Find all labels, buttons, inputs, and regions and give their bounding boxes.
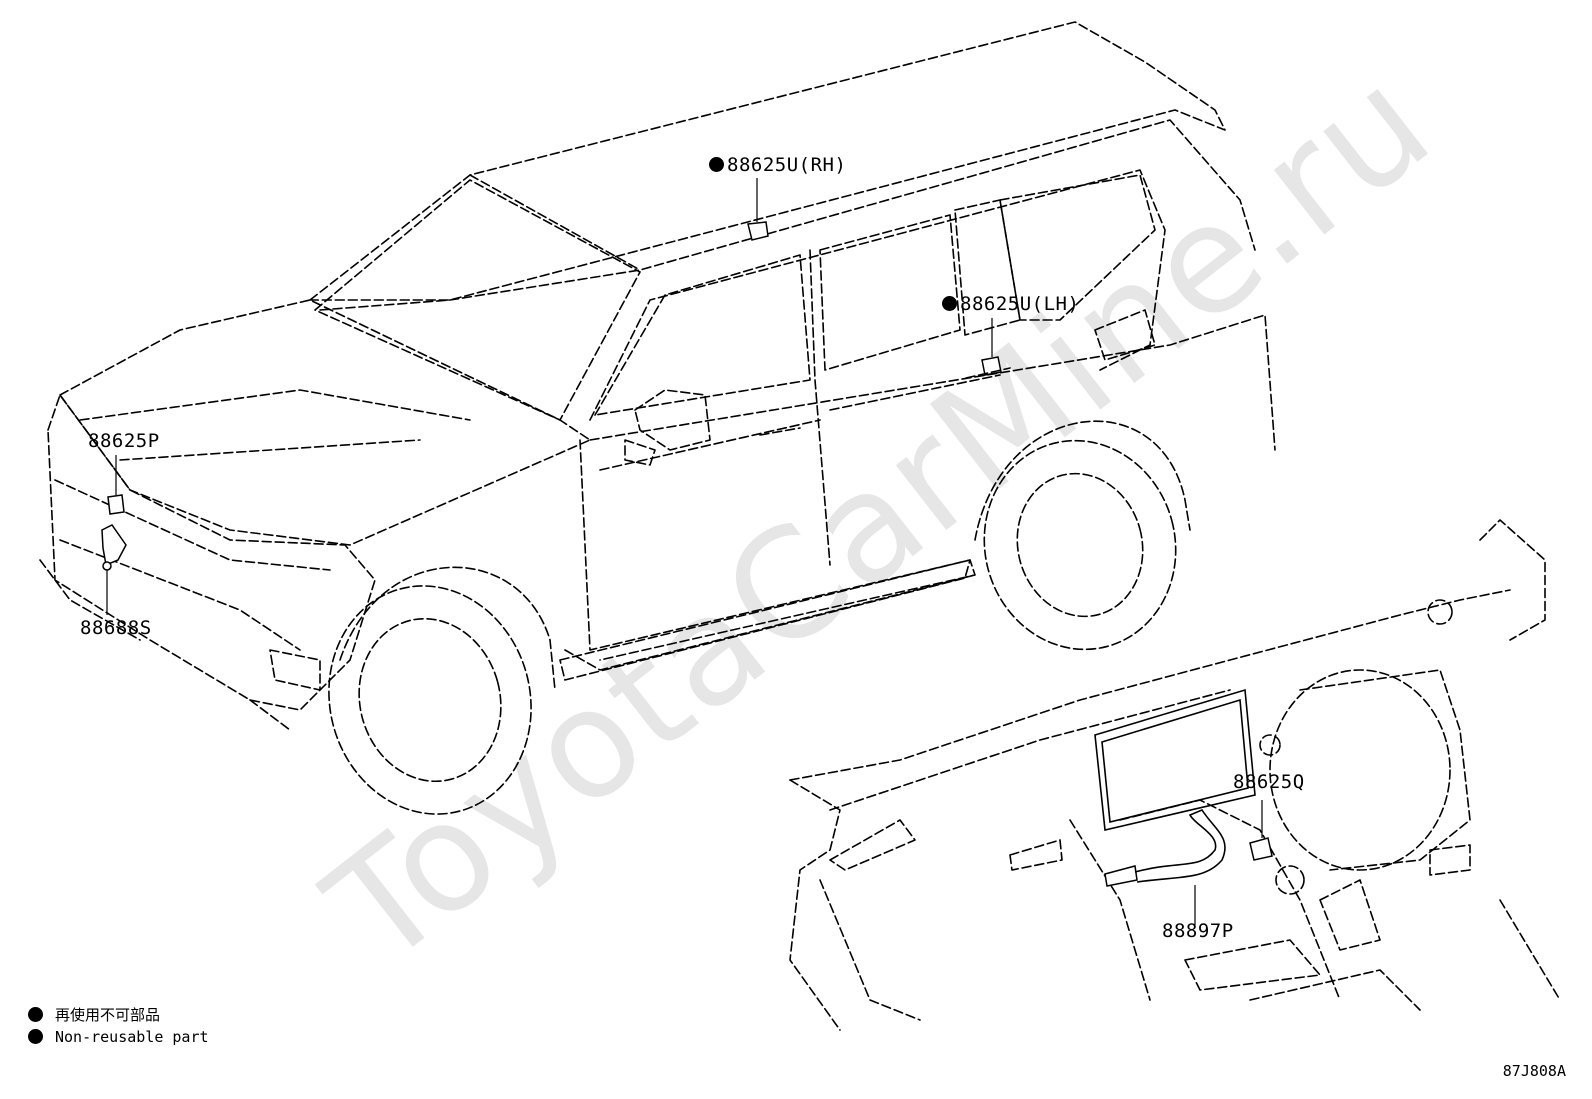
label-roof-sensor-rh: 88625U(RH) (709, 154, 846, 176)
suv-illustration (39, 21, 1276, 815)
figure-code: 87J808A (1502, 1062, 1566, 1080)
label-dash-sensor: 88625Q (1233, 771, 1305, 793)
part-roof-sensor-lh (965, 318, 1011, 379)
part-front-bracket (101, 524, 127, 615)
legend-non-reusable-en: Non-reusable part (28, 1028, 209, 1046)
part-aspirator-hose (1104, 809, 1226, 925)
dashboard-illustration (789, 519, 1561, 1031)
non-reusable-dot-icon (28, 1007, 43, 1022)
label-front-sensor: 88625P (88, 430, 160, 452)
non-reusable-dot-icon (28, 1029, 43, 1044)
non-reusable-dot-icon (709, 157, 724, 172)
part-roof-sensor-rh (747, 178, 769, 241)
non-reusable-dot-icon (942, 296, 957, 311)
legend-non-reusable-jp: 再使用不可部品 (28, 1004, 160, 1025)
part-front-sensor (107, 455, 125, 515)
label-aspirator-hose: 88897P (1162, 920, 1234, 942)
part-dash-sensor (1249, 800, 1273, 861)
label-front-bracket: 88688S (80, 617, 152, 639)
label-roof-sensor-lh: 88625U(LH) (942, 293, 1079, 315)
